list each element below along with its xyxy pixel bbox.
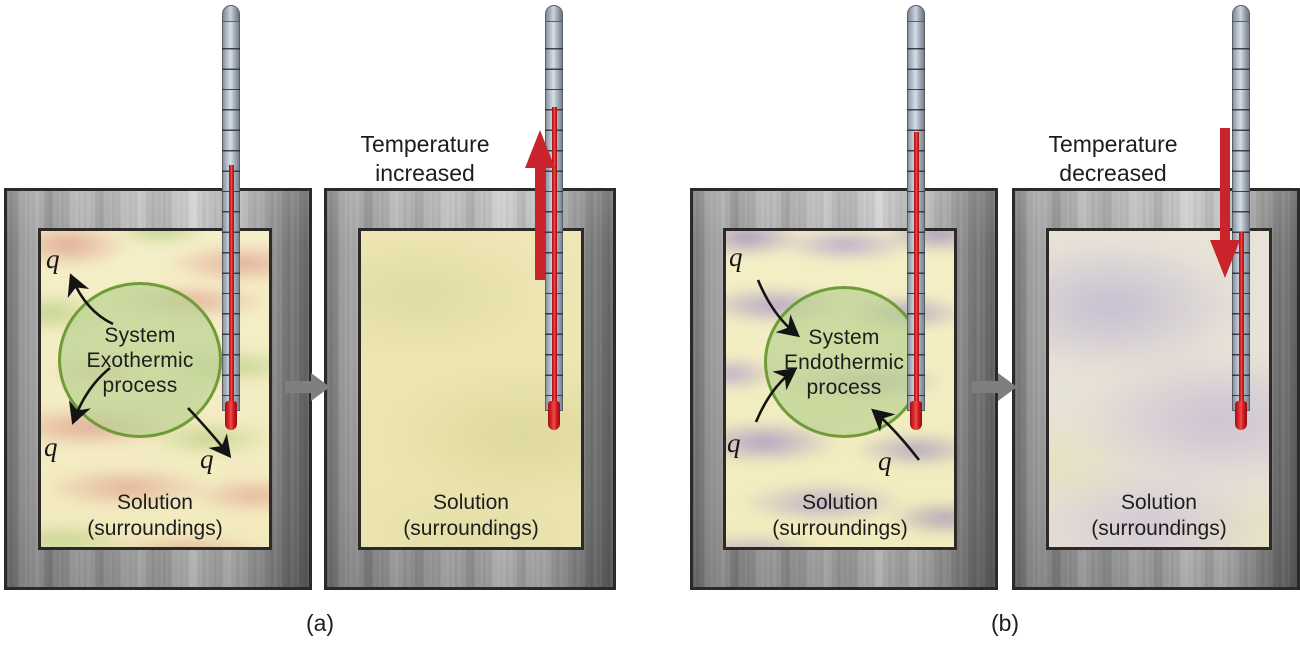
panel-caption-b: (b) [990,610,1020,636]
temp-note-line1: Temperature [1048,131,1178,157]
mercury-column [913,132,919,411]
solution-caption-line2: (surroundings) [87,517,223,540]
temp-note-line1: Temperature [360,131,490,157]
solution-caption-line2: (surroundings) [1091,517,1227,540]
thermometer-bulb [1235,401,1247,430]
thermometer-ticks [1232,29,1250,411]
heat-flow-arrows-exothermic [67,273,232,459]
thermometer-bulb [225,401,237,430]
temperature-note-decreased: Temperature decreased [1018,130,1208,188]
heat-label-q-lower-right: q [878,446,892,476]
temp-note-line2: decreased [1059,160,1167,186]
solution-caption-line2: (surroundings) [403,517,539,540]
thermometer-endothermic-after [1232,5,1250,430]
transition-arrow-b [972,373,1017,401]
mercury-column [1238,232,1244,411]
heat-label-q-lower-right: q [200,444,214,474]
system-circle-endothermic: System Endothermic process [764,286,924,438]
system-label: System [808,325,880,349]
panel-caption-a: (a) [305,610,335,636]
process-label-cont: process [102,373,178,397]
transition-arrow-a [285,373,330,401]
heat-label-q-upper-left: q [46,244,60,274]
solution-caption-exothermic-before: Solution (surroundings) [38,490,272,542]
system-label: System [104,323,176,347]
temp-note-line2: increased [375,160,475,186]
solution-caption-line1: Solution [802,491,878,514]
heat-flow-arrows-endothermic [754,279,921,461]
solution-caption-endothermic-before: Solution (surroundings) [723,490,957,542]
process-label-cont: process [806,375,882,399]
solution-texture [361,231,581,547]
thermometer-exothermic-before [222,5,240,430]
temperature-up-arrow [525,130,555,280]
mercury-column [551,107,557,411]
heat-label-q-lower-left: q [44,432,58,462]
solution-caption-line1: Solution [117,491,193,514]
heat-label-q-lower-left: q [727,428,741,458]
thermometer-bulb [910,401,922,430]
temperature-down-arrow [1210,128,1240,278]
heat-label-q-upper-left: q [729,242,743,272]
thermometer-endothermic-before [907,5,925,430]
solution-caption-exothermic-after: Solution (surroundings) [358,490,584,542]
solution-caption-endothermic-after: Solution (surroundings) [1046,490,1272,542]
solution-caption-line1: Solution [1121,491,1197,514]
solution-caption-line2: (surroundings) [772,517,908,540]
process-label: Exothermic [86,348,194,372]
thermometer-exothermic-after [545,5,563,430]
solution-caption-line1: Solution [433,491,509,514]
temperature-note-increased: Temperature increased [330,130,520,188]
process-label: Endothermic [783,350,905,374]
mercury-column [228,165,234,411]
thermometer-bulb [548,401,560,430]
